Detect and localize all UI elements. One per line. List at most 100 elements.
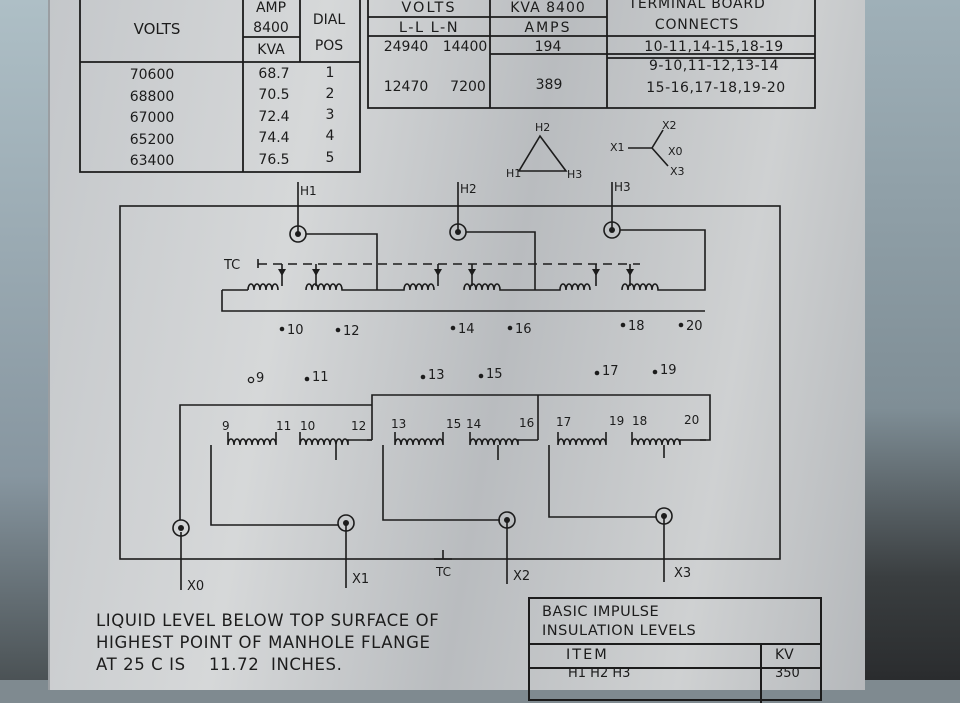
tap-table: VOLTS AMP 8400 KVA DIAL POS 70600 68800 … [79,0,361,173]
tap-volts-header: VOLTS [134,20,181,38]
tap-amp-cell: 68.7 [258,66,289,82]
terminal-label: 19 [660,363,677,378]
tap-pos-cell: 5 [326,150,335,166]
conn-tb-header: TERMINAL BOARD [627,0,765,12]
x2-bushing-icon [498,511,516,529]
coil-term-label: 10 [300,419,315,433]
bil-item-header: ITEM [566,647,609,663]
wye-symbol [628,129,669,167]
terminal-label: 18 [628,319,645,334]
bil-title-line1: BASIC IMPULSE [542,604,660,620]
conn-ll-cell: 12470 [384,79,429,95]
wye-x1-label: X1 [610,141,625,154]
terminal-label: 14 [458,322,475,337]
conn-connects-header: CONNECTS [655,17,739,33]
delta-h3-label: H3 [567,168,582,181]
terminal-label: 20 [686,319,703,334]
x3-label: X3 [674,566,691,581]
tc-bottom-label: TC [435,565,451,579]
coil-term-label: 20 [684,413,699,427]
x-bushings [172,507,673,537]
coil-term-label: 9 [222,419,230,433]
bil-column-divider [760,643,762,703]
conn-connects-cell: 10-11,14-15,18-19 [644,39,783,55]
tap-amp-cell: 74.4 [258,130,289,146]
bil-kv-cell: 350 [775,666,800,681]
x0-label: X0 [187,579,204,594]
liquid-level-note: LIQUID LEVEL BELOW TOP SURFACE OF HIGHES… [96,610,516,676]
delta-h1-label: H1 [506,167,521,180]
x1-bushing-icon [337,514,355,532]
note-line: LIQUID LEVEL BELOW TOP SURFACE OF [96,611,440,630]
nameplate-drawing: VOLTS AMP 8400 KVA DIAL POS 70600 68800 … [79,0,816,594]
conn-connects-cell: 15-16,17-18,19-20 [646,80,785,96]
tap-pos-cell: 1 [326,65,335,81]
delta-h2-label: H2 [535,121,550,134]
tap-volts-cell: 70600 [130,67,175,83]
bil-kv-header: KV [775,647,794,663]
coil-term-label: 12 [351,419,366,433]
coil-term-label: 19 [609,414,624,428]
tap-amp-cell: 76.5 [258,152,289,168]
x2-label: X2 [513,569,530,584]
wye-x0-label: X0 [668,145,683,158]
coil-term-label: 18 [632,414,647,428]
tap-volts-cell: 63400 [130,153,175,169]
terminal-label: 10 [287,323,304,338]
coil-term-label: 16 [519,416,534,430]
h1-label: H1 [300,184,317,198]
note-line: HIGHEST POINT OF MANHOLE FLANGE [96,633,431,652]
wye-x2-label: X2 [662,119,677,132]
coil-term-label: 15 [446,417,461,431]
tc-label: TC [223,258,240,273]
conn-ln-cell: 14400 [443,39,488,55]
nameplate [48,0,865,690]
vector-diagram: H2 H1 H3 X1 X2 X0 X3 [506,119,685,181]
conn-connects-cell: 9-10,11-12,13-14 [649,58,779,74]
tap-dial-header: DIAL [313,12,345,28]
background-right [864,0,960,680]
terminal-label: 9 [256,371,264,386]
coil-term-label: 11 [276,419,291,433]
delta-triangle [517,134,568,172]
tap-kva-header: KVA [257,42,285,58]
terminal-label: 13 [428,368,445,383]
coil-term-label: 13 [391,417,406,431]
tap-volts-cell: 65200 [130,132,175,148]
connection-table: VOLTS L-L L-N KVA 8400 AMPS TERMINAL BOA… [367,0,816,109]
conn-volts-header: VOLTS [401,0,456,16]
tank-outline [119,205,781,560]
schematic: H1 H2 H3 TC 10 12 14 16 18 [119,180,781,594]
conn-amps-header: AMPS [525,20,572,36]
x3-bushing-icon [655,507,673,525]
bil-table: BASIC IMPULSE INSULATION LEVELS ITEM KV … [528,597,822,703]
lv-coils [227,432,706,446]
note-line: AT 25 C IS 11.72 INCHES. [96,655,343,674]
terminal-label: 12 [343,324,360,339]
h-bushings [289,221,621,243]
coil-term-label: 14 [466,417,481,431]
tap-amp-cell: 70.5 [258,87,289,103]
conn-ln-cell: 7200 [450,79,486,95]
conn-ll-ln-header: L-L L-N [399,20,459,36]
tap-pos-cell: 3 [326,107,335,123]
x0-bushing-icon [172,519,190,537]
tap-volts-cell: 67000 [130,110,175,126]
wye-x3-label: X3 [670,165,685,178]
conn-amps-cell: 389 [536,77,563,93]
hv-coils [232,273,690,291]
bil-title-line2: INSULATION LEVELS [542,623,697,639]
conn-ll-cell: 24940 [384,39,429,55]
tap-pos-cell: 2 [326,86,335,102]
tap-pos-cell: 4 [326,128,335,144]
coil-term-label: 17 [556,415,571,429]
tap-pos-header: POS [315,38,343,54]
h3-label: H3 [614,180,631,194]
bil-item-cell: H1 H2 H3 [568,666,631,681]
bil-header-row: ITEM KV [530,643,820,669]
tap-amp-cell: 72.4 [258,109,289,125]
conn-amps-cell: 194 [535,39,562,55]
tap-amp-header: AMP [256,0,286,16]
background-left [0,0,48,680]
ground-symbol [434,550,452,560]
